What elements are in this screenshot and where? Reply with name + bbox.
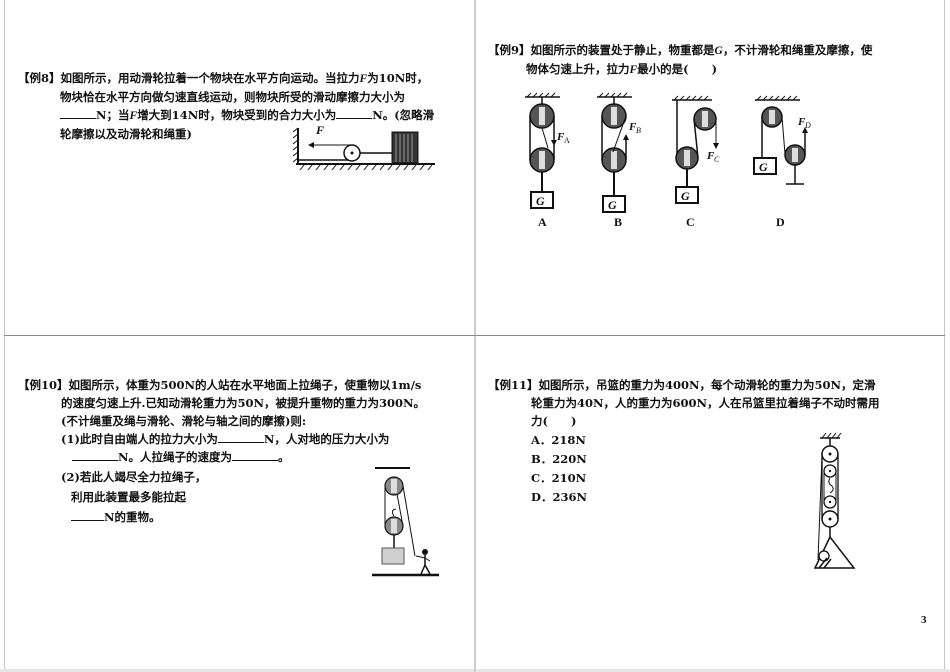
answer-blank-rope-speed[interactable] <box>232 448 279 461</box>
example9-question: 【例9】如图所示的装置处于静止，物重都是G，不计滑轮和绳重及摩擦，使 物体匀速上… <box>488 41 943 79</box>
example10-question: 【例10】如图所示，体重为500N的人站在水平地面上拉绳子，使重物以1m/s 的… <box>18 376 473 526</box>
svg-text:B: B <box>636 126 641 135</box>
figure-option-c: G F C C <box>672 95 720 229</box>
example10-part1-text-a: (1)此时自由端人的拉力大小为 <box>61 432 218 446</box>
vertical-divider <box>474 0 476 672</box>
svg-text:C: C <box>686 215 695 229</box>
example10-text-line2: 的速度匀速上升.已知动滑轮重力为50N，被提升重物的重力为300N。 <box>61 396 426 410</box>
example9-text-line1b: ，不计滑轮和绳重及摩擦，使 <box>722 43 873 57</box>
svg-text:F: F <box>797 116 806 128</box>
option-c[interactable]: C．210N <box>531 471 587 485</box>
answer-blank-ground-pressure[interactable] <box>72 448 118 461</box>
example10-part1-text-d: 。 <box>278 450 290 464</box>
example9-tag: 【例9】 <box>488 43 531 57</box>
example10-part2-text-c: N的重物。 <box>104 510 161 524</box>
example8-pulley-figure: F <box>292 123 435 171</box>
example10-pulley-figure <box>372 467 439 577</box>
example10-part2-text-b: 利用此装置最多能拉起 <box>71 490 186 504</box>
figure-option-a: G F A A <box>525 92 570 229</box>
example11-text-line1: 如图所示，吊篮的重力为400N，每个动滑轮的重力为50N，定滑 <box>538 378 876 392</box>
example11-question: 【例11】如图所示，吊篮的重力为400N，每个动滑轮的重力为50N，定滑 轮重力… <box>488 376 943 506</box>
example11-text-line3: 力( ) <box>531 414 577 428</box>
svg-text:G: G <box>536 194 545 208</box>
example11-text-line2: 轮重力为40N，人的重力为600N，人在吊篮里拉着绳子不动时需用 <box>531 396 880 410</box>
svg-text:F: F <box>706 150 715 162</box>
figure-option-d: G F D D <box>753 95 811 229</box>
page-border-left <box>4 0 5 672</box>
svg-text:G: G <box>681 189 690 203</box>
force-label-F: F <box>315 123 324 137</box>
option-d[interactable]: D．236N <box>531 490 587 504</box>
answer-blank-friction[interactable] <box>60 106 96 119</box>
example9-pulley-figures: G F A A G F B B <box>525 92 811 229</box>
var-F: F <box>629 64 638 76</box>
horizontal-divider <box>4 335 945 336</box>
example8-text-line2: 物块恰在水平方向做匀速直线运动，则物块所受的滑动摩擦力大小为 <box>60 90 405 104</box>
example10-part1-text-b: N，人对地的压力大小为 <box>263 432 390 446</box>
example8-text-line3c: N。(忽略滑 <box>372 108 435 122</box>
svg-text:F: F <box>628 121 637 133</box>
example10-tag: 【例10】 <box>18 378 69 392</box>
example9-text-line1a: 如图所示的装置处于静止，物重都是 <box>530 43 715 57</box>
example10-part2-text-a: (2)若此人竭尽全力拉绳子， <box>61 470 207 484</box>
svg-text:G: G <box>608 198 617 212</box>
example8-tag: 【例8】 <box>18 71 61 85</box>
example8-text-line3a: N；当 <box>96 108 130 122</box>
svg-text:D: D <box>804 121 811 130</box>
figure-option-b: G F B B <box>597 92 641 229</box>
example8-text-line3b: 增大到14N时，物块受到的合力大小为 <box>137 108 337 122</box>
example10-part1-text-c: N。人拉绳子的速度为 <box>118 450 233 464</box>
svg-text:B: B <box>614 215 622 229</box>
example10-text-line3: (不计绳重及绳与滑轮、滑轮与轴之间的摩擦)则: <box>61 414 307 428</box>
example8-text-line1: 如图所示，用动滑轮拉着一个物块在水平方向运动。当拉力 <box>60 71 360 85</box>
svg-text:F: F <box>556 131 565 143</box>
svg-text:A: A <box>564 136 570 145</box>
example9-text-line2b: 最小的是( ) <box>637 62 718 76</box>
example9-text-line2a: 物体匀速上升，拉力 <box>526 62 630 76</box>
var-F: F <box>129 110 138 122</box>
answer-blank-max-weight[interactable] <box>71 508 104 521</box>
example10-text-line1: 如图所示，体重为500N的人站在水平地面上拉绳子，使重物以1m/s <box>68 378 422 392</box>
option-b[interactable]: B．220N <box>531 452 587 466</box>
example8-question: 【例8】如图所示，用动滑轮拉着一个物块在水平方向运动。当拉力F为10N时， 物块… <box>18 69 468 143</box>
answer-blank-pull-force[interactable] <box>217 430 264 443</box>
svg-text:C: C <box>714 155 720 164</box>
answer-blank-net-force[interactable] <box>336 106 373 119</box>
page-border-right <box>944 0 945 672</box>
page-number: 3 <box>921 614 927 626</box>
svg-text:G: G <box>759 160 768 174</box>
svg-text:A: A <box>538 215 547 229</box>
example11-basket-pulley-figure <box>813 432 856 569</box>
example8-text-line4: 轮摩擦以及动滑轮和绳重) <box>60 127 192 141</box>
option-a[interactable]: A．218N <box>531 433 586 447</box>
var-F: F <box>359 73 368 85</box>
example8-text-line1b: 为10N时， <box>367 71 429 85</box>
var-G: G <box>714 45 723 57</box>
svg-text:D: D <box>776 215 785 229</box>
example11-tag: 【例11】 <box>488 378 539 392</box>
